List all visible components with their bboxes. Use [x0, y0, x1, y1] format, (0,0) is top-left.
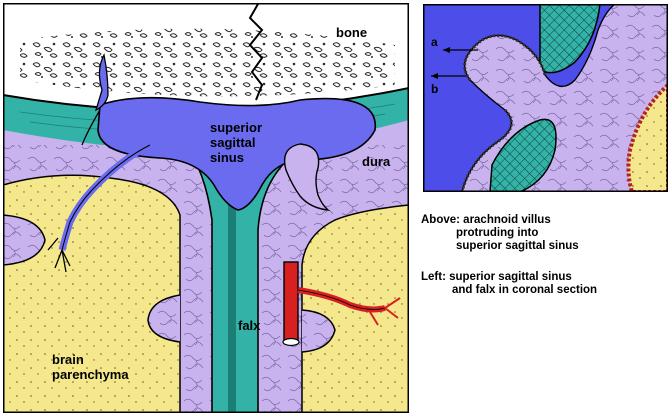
- cortical-artery: [284, 262, 298, 342]
- arachnoid-villus-inset: [423, 4, 668, 192]
- caption-above-3: superior sagittal sinus: [456, 240, 579, 253]
- caption-above-2: protruding into: [456, 227, 538, 240]
- caption-left-1: Left: superior sagittal sinus: [421, 271, 572, 284]
- label-sinus-1: superior: [210, 120, 262, 135]
- caption-above-1: Above: arachnoid villus: [421, 214, 551, 227]
- label-arrow-b: b: [431, 82, 438, 96]
- label-brain-1: brain: [52, 352, 84, 367]
- label-bone: bone: [336, 25, 367, 40]
- label-dura: dura: [362, 154, 391, 169]
- label-sinus-2: sagittal: [210, 135, 256, 150]
- label-sinus-3: sinus: [210, 150, 244, 165]
- label-arrow-a: a: [431, 35, 438, 49]
- label-falx: falx: [238, 318, 261, 333]
- label-brain-2: parenchyma: [52, 367, 129, 382]
- caption-left-2: and falx in coronal section: [452, 284, 597, 297]
